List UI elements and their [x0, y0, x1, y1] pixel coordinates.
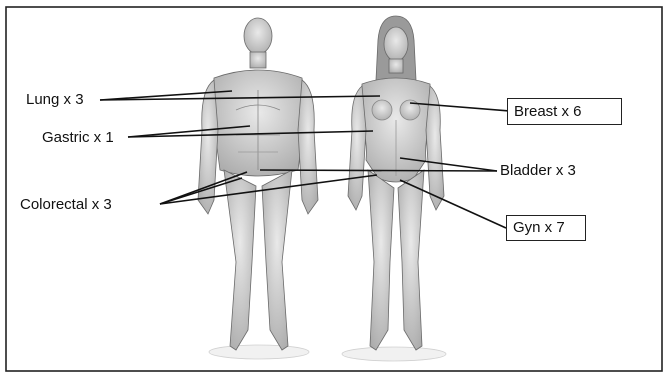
bladder-pointer-1	[260, 170, 497, 171]
gyn-label-box: Gyn x 7	[506, 215, 586, 241]
lung-label: Lung x 3	[26, 91, 84, 109]
bladder-label: Bladder x 3	[500, 162, 576, 180]
male-anatomy-figure	[198, 18, 318, 359]
gastric-label: Gastric x 1	[42, 129, 114, 147]
diagram-border	[6, 7, 662, 371]
colorectal-label: Colorectal x 3	[20, 196, 112, 214]
breast-label-box: Breast x 6	[507, 98, 622, 125]
female-anatomy-figure	[342, 16, 446, 361]
